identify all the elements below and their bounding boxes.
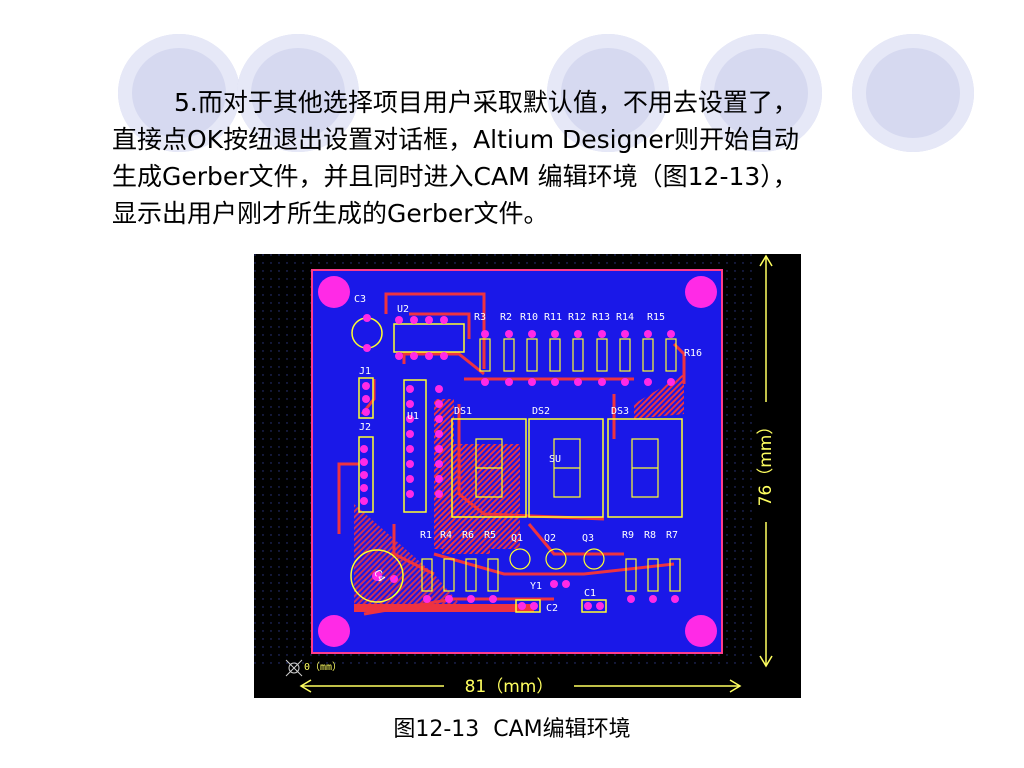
label-r11: R11 (544, 312, 562, 323)
label-j2: J2 (359, 422, 371, 433)
label-su: SU (549, 454, 561, 465)
origin-label: 0（mm） (304, 661, 342, 673)
silkscreen-outlines (350, 317, 683, 613)
label-q3: Q3 (582, 533, 594, 544)
label-r13: R13 (592, 312, 610, 323)
decorative-circle-1 (118, 34, 240, 152)
label-r6: R6 (462, 530, 474, 541)
label-j1: J1 (359, 366, 371, 377)
label-ds1: DS1 (454, 406, 472, 417)
label-ds2: DS2 (532, 406, 550, 417)
label-c4: C4 (371, 568, 387, 584)
label-r2: R2 (500, 312, 512, 323)
label-y1: Y1 (530, 581, 542, 592)
label-u2: U2 (397, 304, 409, 315)
pcb-cam-figure: C3 U2 J1 U1 J2 R3 R2 R10 R11 R12 R13 R14… (254, 254, 801, 698)
pads (360, 314, 679, 610)
paragraph-line-2: 直接点OK按纽退出设置对话框，Altium Designer则开始自动 (112, 125, 799, 154)
label-c1: C1 (584, 588, 596, 599)
decorative-circle-2 (237, 34, 359, 152)
body-paragraph: 5.而对于其他选择项目用户采取默认值，不用去设置了， 直接点OK按纽退出设置对话… (112, 84, 957, 232)
label-r9: R9 (622, 530, 634, 541)
label-r14: R14 (616, 312, 634, 323)
decorative-circle-5 (852, 34, 974, 152)
label-u1: U1 (407, 411, 419, 422)
mounting-holes (318, 276, 717, 647)
label-ds3: DS3 (611, 406, 629, 417)
label-r5: R5 (484, 530, 496, 541)
label-r1: R1 (420, 530, 432, 541)
label-r12: R12 (568, 312, 586, 323)
label-r15: R15 (647, 312, 665, 323)
component-labels: C3 U2 J1 U1 J2 R3 R2 R10 R11 R12 R13 R14… (354, 294, 702, 614)
label-q1: Q1 (511, 533, 523, 544)
label-r7: R7 (666, 530, 678, 541)
paragraph-line-4: 显示出用户刚才所生成的Gerber文件。 (112, 199, 549, 228)
decorative-circle-4 (700, 34, 822, 152)
width-label-bg (444, 678, 574, 696)
height-dimension-label: 76（mm） (756, 418, 776, 507)
paragraph-line-3: 生成Gerber文件，并且同时进入CAM 编辑环境（图12-13）， (112, 162, 798, 191)
decorative-circle-3 (547, 34, 669, 152)
label-q2: Q2 (544, 533, 556, 544)
label-r16: R16 (684, 348, 702, 359)
width-dimension-label: 81（mm） (465, 677, 554, 697)
label-r10: R10 (520, 312, 538, 323)
label-r8: R8 (644, 530, 656, 541)
seven-segment-digits (475, 438, 659, 498)
figure-caption: 图12-13 CAM编辑环境 (393, 717, 631, 742)
label-c2: C2 (546, 603, 558, 614)
label-r4: R4 (440, 530, 452, 541)
origin-marker-icon (285, 659, 303, 677)
paragraph-line-1: 5.而对于其他选择项目用户采取默认值，不用去设置了， (174, 88, 798, 117)
height-label-bg (756, 402, 778, 522)
resistor-bodies (421, 338, 681, 592)
label-c3: C3 (354, 294, 366, 305)
label-r3: R3 (474, 312, 486, 323)
